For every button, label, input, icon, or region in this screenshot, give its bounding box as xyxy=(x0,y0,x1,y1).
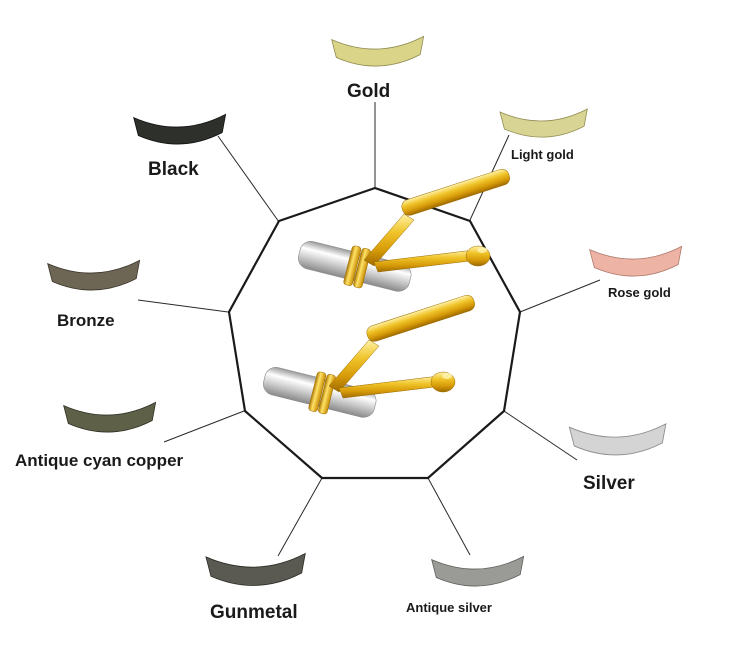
swatch-gunmetal xyxy=(205,552,307,588)
swatch-bronze xyxy=(47,259,142,293)
label-antique-silver: Antique silver xyxy=(406,600,492,615)
label-silver: Silver xyxy=(583,473,635,494)
connector-lines xyxy=(137,102,601,557)
label-antique-cyan-copper: Antique cyan copper xyxy=(15,451,184,470)
swatch-light-gold xyxy=(499,108,589,140)
label-rose-gold: Rose gold xyxy=(608,285,671,300)
swatch-gold xyxy=(331,35,426,69)
swatch-antique-cyan-copper xyxy=(63,401,158,435)
label-black: Black xyxy=(148,159,199,180)
swatch-black xyxy=(133,113,228,147)
swatch-rose-gold xyxy=(589,245,684,279)
swatch-silver xyxy=(568,423,668,458)
label-bronze: Bronze xyxy=(57,311,115,330)
label-gunmetal: Gunmetal xyxy=(210,602,298,623)
label-light-gold: Light gold xyxy=(511,147,574,162)
swatch-antique-silver xyxy=(431,555,526,589)
label-gold: Gold xyxy=(347,81,391,102)
